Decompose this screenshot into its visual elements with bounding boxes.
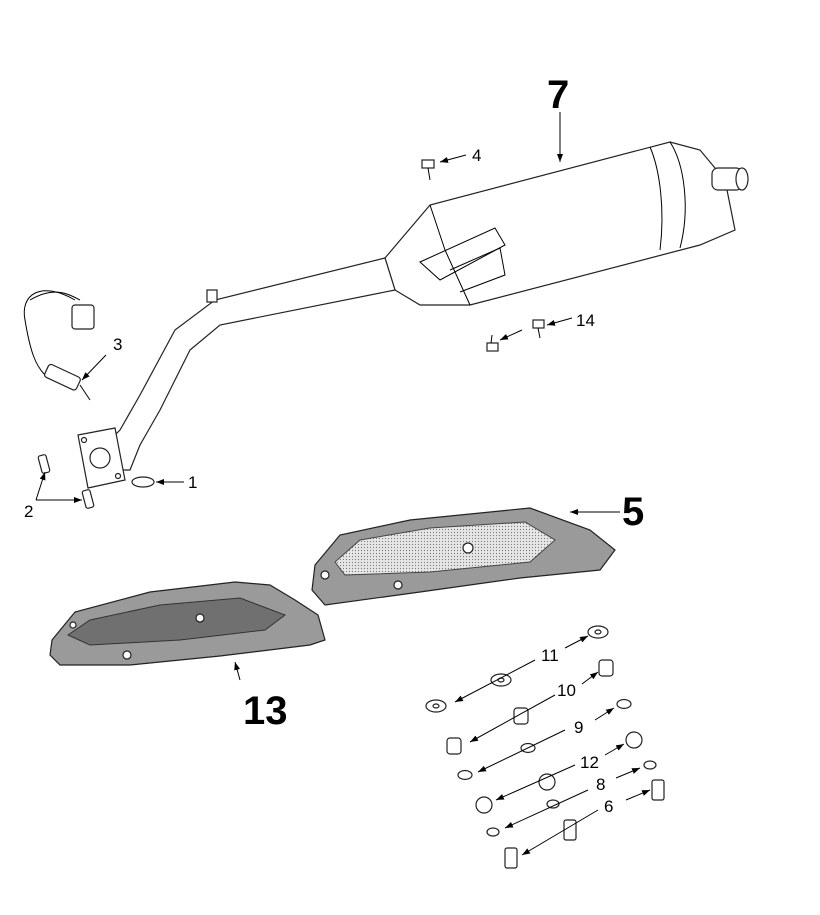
callout-5: 5 <box>622 490 644 534</box>
studs <box>37 454 95 509</box>
heat-shield-left <box>49 581 326 666</box>
gasket <box>131 476 155 488</box>
callout-12: 12 <box>580 753 599 772</box>
heat-shield-right <box>311 507 616 606</box>
oxygen-sensor <box>23 290 95 401</box>
callout-7: 7 <box>547 73 569 117</box>
muffler <box>77 141 749 489</box>
callout-4: 4 <box>472 146 481 165</box>
callout-13: 13 <box>243 689 288 733</box>
callout-10: 10 <box>557 681 576 700</box>
callout-11: 11 <box>541 646 559 665</box>
callout-1: 1 <box>188 473 197 492</box>
callout-2: 2 <box>24 502 33 521</box>
callout-9: 9 <box>574 718 583 737</box>
callout-6: 6 <box>604 797 613 816</box>
bolts <box>421 159 545 352</box>
callout-8: 8 <box>596 775 605 794</box>
callout-14: 14 <box>576 311 595 330</box>
leader-lines <box>35 112 651 856</box>
callout-3: 3 <box>113 335 122 354</box>
